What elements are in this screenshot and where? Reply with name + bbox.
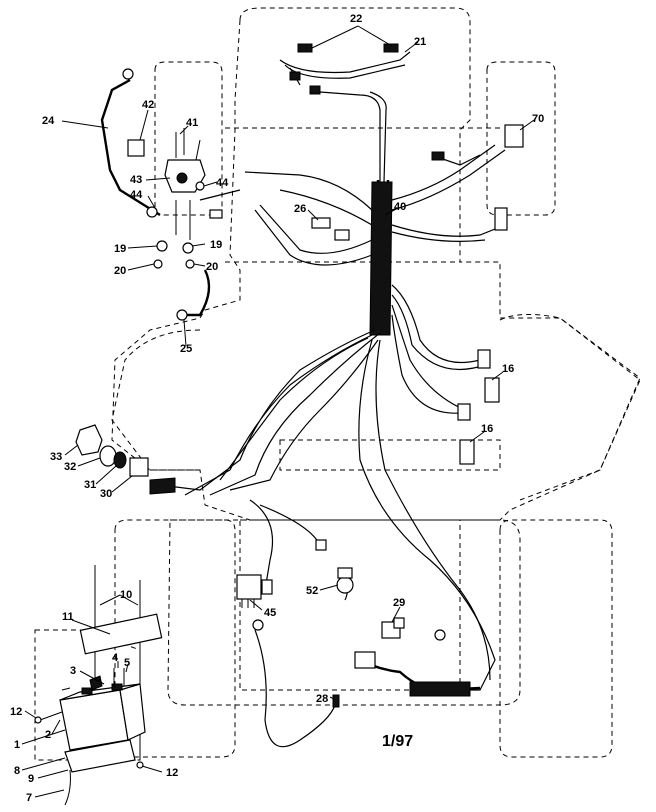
callout-4: 4: [112, 652, 119, 664]
starter-solenoid-assembly: [100, 68, 241, 321]
callout-25: 25: [180, 343, 192, 355]
tractor-outline: [34, 7, 641, 761]
callout-19-right: 19: [210, 239, 222, 251]
callout-70: 70: [532, 113, 544, 125]
callout-40: 40: [394, 201, 406, 213]
callout-10: 10: [120, 589, 132, 601]
callout-52: 52: [306, 585, 318, 597]
callout-16-upper: 16: [502, 363, 514, 375]
callout-20-left: 20: [114, 265, 126, 277]
callout-19-left: 19: [114, 243, 126, 255]
callout-labels: 22 21 24 42 41 70 43 44 44 26 40 19 19 2…: [10, 13, 544, 804]
callout-44-right: 44: [216, 177, 229, 189]
callout-24: 24: [42, 115, 55, 127]
callout-5: 5: [124, 657, 130, 669]
ignition-switch-assembly: [75, 424, 176, 495]
date-stamp: 1/97: [382, 733, 413, 750]
callout-12-right: 12: [166, 767, 178, 779]
callout-28: 28: [316, 693, 328, 705]
callout-29: 29: [393, 597, 405, 609]
battery-assembly: [34, 565, 163, 806]
callout-20-right: 20: [206, 261, 218, 273]
callout-32: 32: [64, 461, 76, 473]
callout-33: 33: [50, 451, 62, 463]
callout-9: 9: [28, 773, 34, 785]
callout-11: 11: [62, 611, 74, 623]
callout-1: 1: [14, 739, 20, 751]
callout-3: 3: [70, 665, 76, 677]
callout-41: 41: [186, 117, 198, 129]
main-harness: [159, 43, 524, 748]
callout-42: 42: [142, 99, 154, 111]
callout-26: 26: [294, 203, 306, 215]
callout-16-lower: 16: [481, 423, 493, 435]
callout-45: 45: [264, 607, 276, 619]
callout-7: 7: [26, 792, 32, 804]
callout-43: 43: [130, 174, 142, 186]
callout-30: 30: [100, 488, 112, 500]
callout-21: 21: [414, 36, 426, 48]
callout-12-left: 12: [10, 706, 22, 718]
callout-22: 22: [350, 13, 362, 25]
leader-lines: [21, 25, 535, 798]
callout-44-left: 44: [130, 189, 143, 201]
callout-31: 31: [84, 479, 96, 491]
callout-8: 8: [14, 765, 20, 777]
callout-2: 2: [45, 729, 51, 741]
